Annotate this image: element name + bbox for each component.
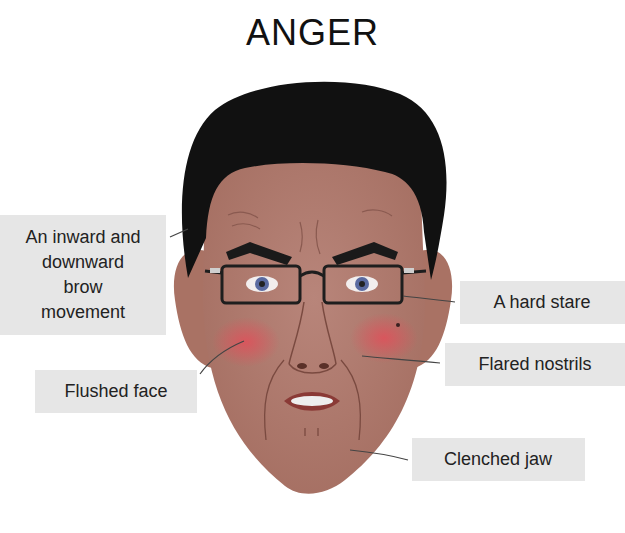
nose [289, 302, 336, 373]
face-skin [203, 139, 425, 494]
glasses [205, 266, 426, 303]
callout-box: A hard stare [460, 281, 625, 324]
right-cheek-flush [350, 313, 418, 363]
callout-label: An inward and downward brow movement [23, 225, 143, 324]
clenched-teeth [291, 396, 333, 406]
mole [396, 323, 400, 327]
leader-lines [170, 229, 455, 460]
mouth-lips [284, 392, 340, 411]
callout-box: An inward and downward brow movement [0, 215, 166, 335]
eyes [246, 276, 378, 292]
callout-label: Flared nostrils [478, 352, 591, 377]
left-eyebrow [226, 242, 292, 265]
callout-label: A hard stare [493, 290, 590, 315]
right-eyebrow [332, 242, 398, 265]
face-folds [265, 360, 361, 440]
diagram-title: ANGER [0, 12, 625, 54]
left-nostril [297, 363, 307, 369]
hair [182, 82, 447, 280]
callout-box: Flared nostrils [445, 343, 625, 386]
left-cheek-flush [212, 317, 280, 367]
callout-label: Flushed face [64, 379, 167, 404]
callout-box: Flushed face [35, 370, 197, 413]
callout-label: Clenched jaw [444, 447, 552, 472]
callout-box: Clenched jaw [412, 438, 585, 481]
right-nostril [319, 363, 329, 369]
